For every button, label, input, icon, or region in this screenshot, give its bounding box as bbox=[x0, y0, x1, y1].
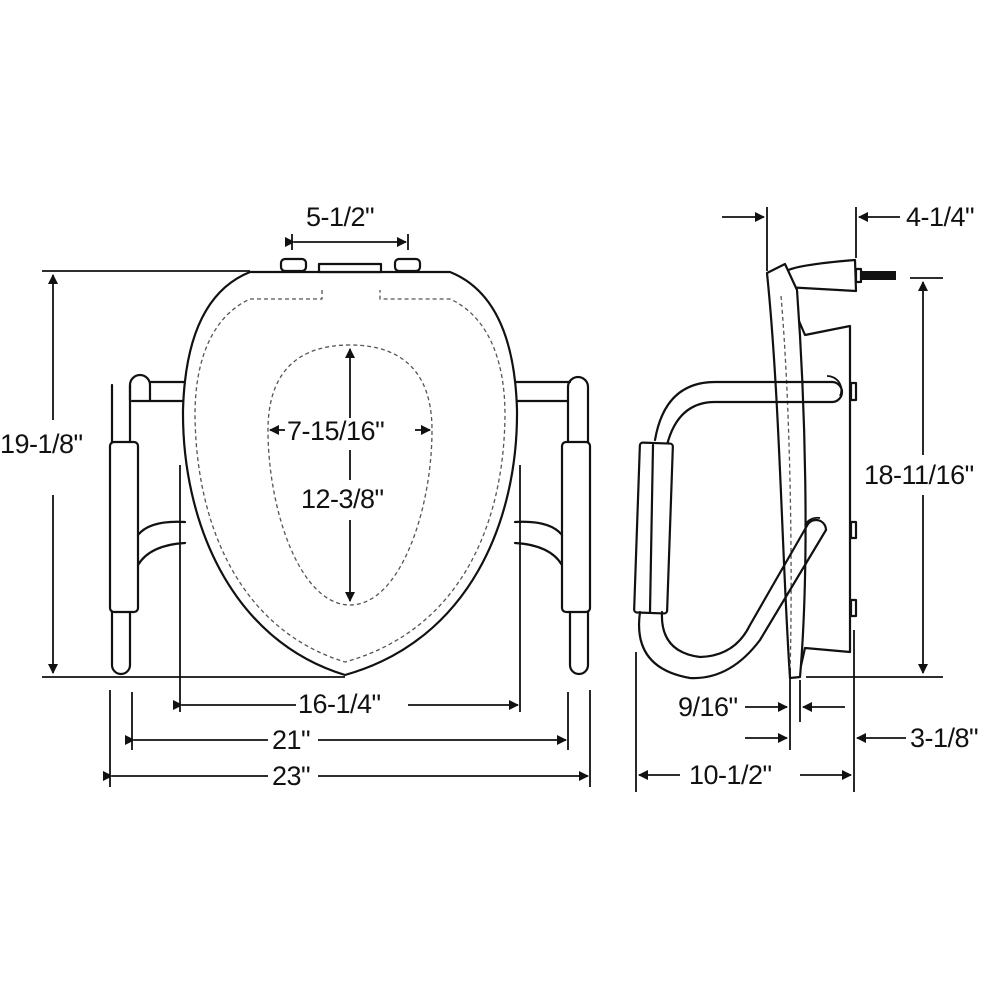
dim-overall-depth: 10-1/2" bbox=[689, 760, 772, 790]
dim-seat-height: 18-11/16" bbox=[864, 460, 974, 490]
dim-rear-offset: 3-1/8" bbox=[910, 723, 979, 753]
right-arm bbox=[513, 375, 592, 676]
dim-arm-inner-width: 21" bbox=[272, 725, 311, 755]
dim-opening-width: 7-15/16" bbox=[287, 416, 385, 446]
dim-overall-height: 19-1/8" bbox=[0, 429, 83, 459]
mounting-bolt bbox=[858, 271, 896, 280]
front-view bbox=[42, 234, 592, 787]
seat-opening-dashed bbox=[267, 344, 433, 606]
side-view bbox=[633, 207, 943, 792]
dim-seat-width: 16-1/4" bbox=[298, 689, 381, 719]
side-handle bbox=[653, 380, 834, 447]
hinge-left bbox=[279, 257, 308, 273]
seat-inner-dashed bbox=[194, 290, 506, 663]
seat-profile bbox=[765, 262, 807, 680]
dim-hinge-depth: 4-1/4" bbox=[906, 202, 975, 232]
dim-opening-length: 12-3/8" bbox=[301, 484, 384, 514]
dim-overall-width: 23" bbox=[272, 761, 311, 791]
dim-hinge-spacing: 5-1/2" bbox=[306, 202, 375, 232]
hinge-right bbox=[393, 257, 422, 273]
handle-grip bbox=[633, 441, 674, 615]
dim-seat-thickness: 9/16" bbox=[678, 692, 738, 722]
left-arm bbox=[108, 373, 187, 676]
